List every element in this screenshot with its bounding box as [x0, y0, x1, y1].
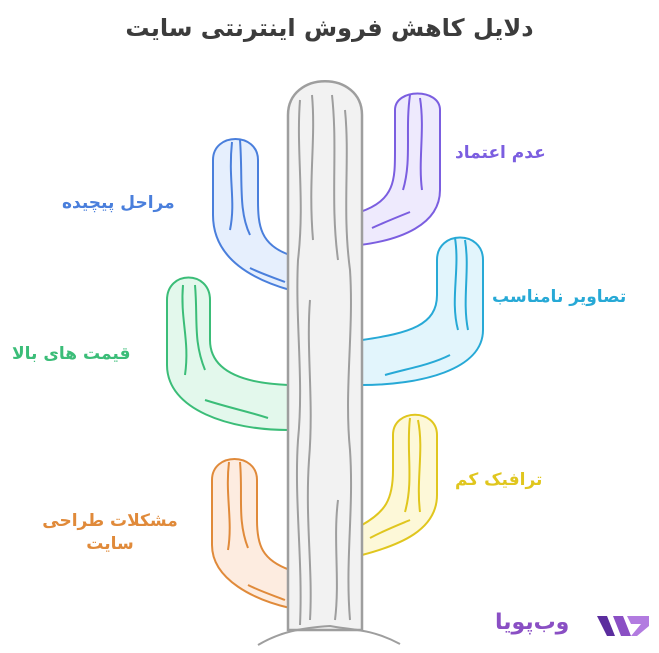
logo-mark-icon: [597, 616, 649, 636]
label-trust: عدم اعتماد: [455, 143, 546, 163]
branch-trust: [359, 92, 441, 247]
label-images: تصاویر نامناسب: [492, 287, 627, 307]
cactus-trunk: [257, 80, 401, 646]
brand-logo: وب‌پویا: [495, 610, 655, 644]
branch-design: [211, 458, 291, 610]
diagram-title: دلایل کاهش فروش اینترنتی سایت: [125, 14, 534, 42]
branch-steps: [212, 138, 291, 292]
branch-traffic: [361, 413, 438, 557]
label-design: مشکلات طراحی سایت: [42, 511, 178, 554]
logo-text: وب‌پویا: [495, 610, 570, 635]
label-traffic: ترافیک کم: [455, 470, 543, 490]
branch-prices: [166, 276, 289, 432]
branch-images: [361, 236, 484, 387]
label-steps: مراحل پیچیده: [62, 193, 175, 213]
label-prices: قیمت های بالا: [12, 344, 131, 364]
